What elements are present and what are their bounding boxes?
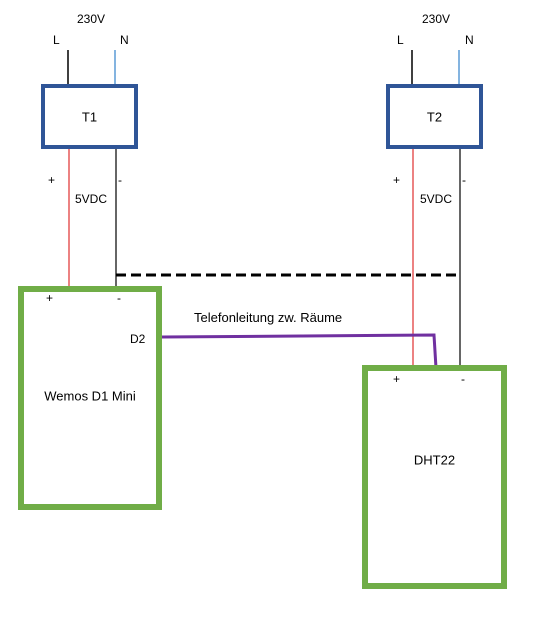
- wemos-plus-label: +: [46, 291, 54, 305]
- t2-name: T2: [426, 109, 443, 124]
- t2-voltage-label: 230V: [422, 12, 451, 26]
- dht-minus-label: -: [461, 372, 465, 386]
- wemos-name: Wemos D1 Mini: [44, 388, 136, 404]
- t1-plus-label: +: [48, 173, 56, 187]
- wemos-d1-mini-module: Wemos D1 Mini: [18, 286, 162, 510]
- t2-dc-label: 5VDC: [420, 192, 453, 206]
- transformer-t1: T1: [41, 84, 138, 149]
- wemos-d2-label: D2: [130, 332, 146, 346]
- t2-neutral-label: N: [465, 33, 474, 47]
- transformer-t2: T2: [386, 84, 483, 149]
- dht-name: DHT22: [413, 452, 456, 468]
- t1-minus-label: -: [118, 173, 122, 187]
- t1-name: T1: [81, 109, 98, 124]
- t1-dc-label: 5VDC: [75, 192, 108, 206]
- data-line-label: Telefonleitung zw. Räume: [194, 310, 343, 325]
- t1-neutral-label: N: [120, 33, 129, 47]
- wemos-minus-label: -: [117, 291, 121, 305]
- data-wire: [161, 333, 438, 369]
- dht22-module: DHT22: [362, 365, 507, 589]
- dht-plus-label: +: [393, 372, 401, 386]
- t1-voltage-label: 230V: [77, 12, 106, 26]
- t2-minus-label: -: [462, 173, 466, 187]
- t2-live-label: L: [397, 33, 404, 47]
- t1-live-label: L: [53, 33, 60, 47]
- t2-plus-label: +: [393, 173, 401, 187]
